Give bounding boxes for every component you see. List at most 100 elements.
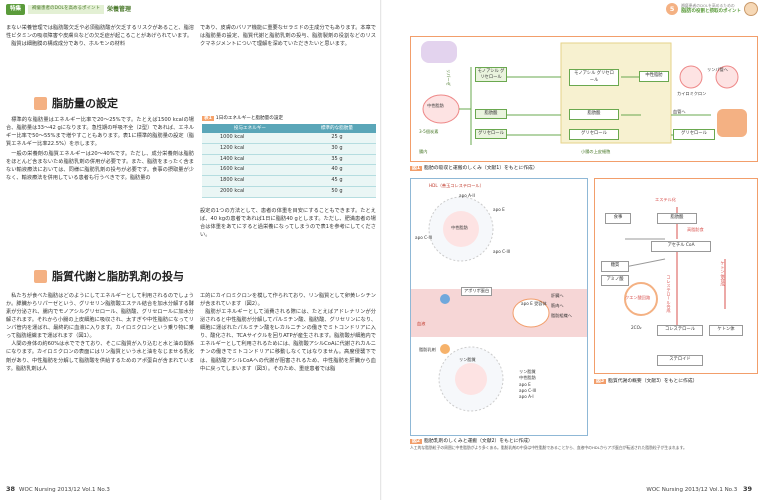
fa-box-2: 脂肪酸 (569, 109, 619, 120)
figure-3: エステル化 食事 脂肪酸 高脂肪食 アセチル CoA 糖質 アミノ酸 クエン酸回… (594, 178, 758, 374)
feature-title: 栄養管理 (107, 5, 132, 13)
figure-number: 図3 (594, 379, 607, 384)
short-fa-label: 3-5個炭素 (419, 129, 439, 134)
header-title: 脂肪 (681, 8, 692, 15)
paragraph: 標準的な脂肪量はエネルギー比率で20〜25%です。たとえば1500 kcalの場… (6, 117, 194, 148)
chol-box: コレステロール (657, 325, 703, 336)
legend-item: apo E (519, 381, 531, 387)
emulsion-label: 脂肪乳剤 (419, 347, 436, 352)
hdl-label: HDL（善玉コレステロール） (429, 183, 484, 188)
out-muscle: 筋肉へ (551, 303, 564, 308)
table-cell: 40 g (297, 164, 376, 177)
magazine-name: WOC Nursing (646, 487, 683, 494)
feature-tag: 特集 (6, 4, 26, 15)
figure-1: リパーゼ モノアシル グリセロール 脂肪酸 グリセロール モノアシル グリセロー… (410, 36, 758, 162)
fig3-diagram (624, 207, 726, 329)
magazine-name: WOC Nursing (19, 487, 56, 494)
chylomicron-circle (715, 65, 739, 89)
paragraph: 脂肪がエネルギーとして消費される際には、たとえばアドレナリンが分泌されると中性脂… (200, 309, 377, 372)
apoc-label-2: apo C-III (493, 249, 511, 254)
legend-item: apo C-III (519, 387, 537, 393)
figure-title: 脂質代謝の概要（文献3）をもとに作成） (608, 379, 698, 384)
lipid-col2: 工的にカイロミクロンを模して作られており、リン脂質として卵黄レシチンが含まれてい… (200, 292, 376, 373)
co2-label: 2CO₂ (631, 325, 642, 330)
small-intestine-label: 小腸の上皮細胞 (581, 149, 611, 154)
apoc-label: apo C-III (415, 235, 433, 240)
page-number: 38 (6, 485, 16, 494)
header-sub: 褥瘡患者のDOLを高めるための (681, 2, 735, 8)
figure-title: 脂肪の吸収と運搬のしくみ（文献1）をもとに作成） (424, 166, 538, 171)
steroid-box: ステロイド (657, 355, 703, 366)
volume: 2013/12 Vol.1 No.3 (684, 487, 738, 494)
table-cell: 2000 kcal (202, 186, 298, 198)
heading-text: 脂質代謝と脂肪乳剤の投与 (52, 270, 184, 283)
apoe-label: apo E (493, 207, 505, 212)
feature-subtitle: 褥瘡患者のDOLを高めるポイント (28, 5, 105, 14)
heading-fat-amount: 脂肪量の設定 (34, 95, 118, 112)
receptor-label: apo E 受容体 (521, 301, 547, 306)
fa-box: 脂肪酸 (475, 109, 507, 119)
table-header: 投与エネルギー (202, 124, 298, 134)
apob-label: アポリポ蛋白 (461, 287, 493, 296)
chylomicron-circle (679, 65, 703, 89)
glycerol-box: グリセロール (475, 129, 507, 139)
left-col2-top: であり、皮膚のバリア機能に重要なセラミドの主成分でもあります。本章では脂肪量の設… (200, 24, 376, 48)
paragraph: 工的にカイロミクロンを模して作られており、リン脂質として卵黄レシチンが含まれてい… (200, 293, 376, 308)
paragraph: まない栄養管理では脂肪酸欠乏や必須脂肪酸が欠乏するリスクがあること、脂溶性ビタミ… (6, 25, 194, 40)
epithelium-area (560, 42, 672, 144)
fa-box: 脂肪酸 (657, 213, 697, 224)
heading-marker-icon (34, 270, 47, 284)
table-cell: 1400 kcal (202, 154, 298, 166)
lipid-col1: 私たちが食べた脂肪はどのようにしてエネルギーとして利用されるのでしょうか。膵臓か… (6, 292, 194, 373)
figure-number: 図2 (410, 439, 423, 444)
header-tail: の役割と摂取のポイント (691, 9, 742, 15)
right-page: 5 褥瘡患者のDOLを高めるための 脂肪の役割と摂取のポイント リパーゼ モノア (382, 0, 764, 500)
heading-text: 脂肪量の設定 (52, 97, 118, 110)
fig1-diagram (421, 41, 747, 145)
blood-vessel (411, 289, 587, 337)
table-cell: 50 g (297, 186, 376, 198)
table-cell: 25 g (297, 133, 376, 144)
blood-label: 血液 (417, 321, 426, 326)
table-cell: 45 g (297, 175, 376, 187)
table-cell: 1800 kcal (202, 175, 298, 187)
vessel-particle (512, 298, 550, 328)
amino-box: アミノ酸 (601, 275, 629, 286)
ketone-synth-label: ケトン体合成 (720, 261, 726, 287)
legend-item: apo A-I (519, 394, 534, 400)
fig2-legend: リン脂質 中性脂肪 apo E apo C-III apo A-I (519, 369, 536, 400)
left-header: 特集 褥瘡患者のDOLを高めるポイント 栄養管理 (6, 4, 131, 15)
table-title: 1日のエネルギーと脂肪量の設定 (215, 116, 284, 121)
table-cell: 1200 kcal (202, 143, 298, 155)
glycerol-box-2: グリセロール (569, 129, 619, 140)
legend-item: リン脂質 (519, 369, 536, 374)
liver-shape (717, 109, 747, 137)
avatar (744, 2, 758, 16)
sugar-box: 糖質 (601, 261, 629, 272)
paragraph: 脂質は細胞膜の構成成分であり、ホルモンの材料 (11, 41, 126, 48)
paragraph: 設定の1つの方法として、患者の体重を目安にすることもできます。たとえば、40 k… (200, 208, 376, 239)
right-footer: WOC Nursing 2013/12 Vol.1 No.3 39 (646, 484, 756, 495)
mono-box-2: モノアシル グリセロール (569, 69, 619, 87)
right-header: 5 褥瘡患者のDOLを高めるための 脂肪の役割と摂取のポイント (666, 2, 758, 16)
lymph-label: リンパ管へ (707, 67, 728, 72)
tca-label: クエン酸回路 (625, 295, 651, 300)
table-cell: 1000 kcal (202, 133, 298, 144)
mono-box: モノアシル グリセロール (475, 67, 507, 83)
page-number: 39 (742, 485, 752, 494)
paragraph: 一般の栄養剤の脂質エネルギーは20〜40%です。ただし、成分栄養剤は脂肪をほとん… (6, 151, 194, 182)
ester-label: エステル化 (655, 197, 676, 202)
paragraph: 私たちが食べた脂肪はどのようにしてエネルギーとして利用されるのでしょうか。膵臓か… (6, 293, 194, 340)
chapter-number: 5 (666, 3, 679, 15)
table-cell: 35 g (297, 154, 376, 166)
food-box: 食事 (605, 213, 631, 224)
